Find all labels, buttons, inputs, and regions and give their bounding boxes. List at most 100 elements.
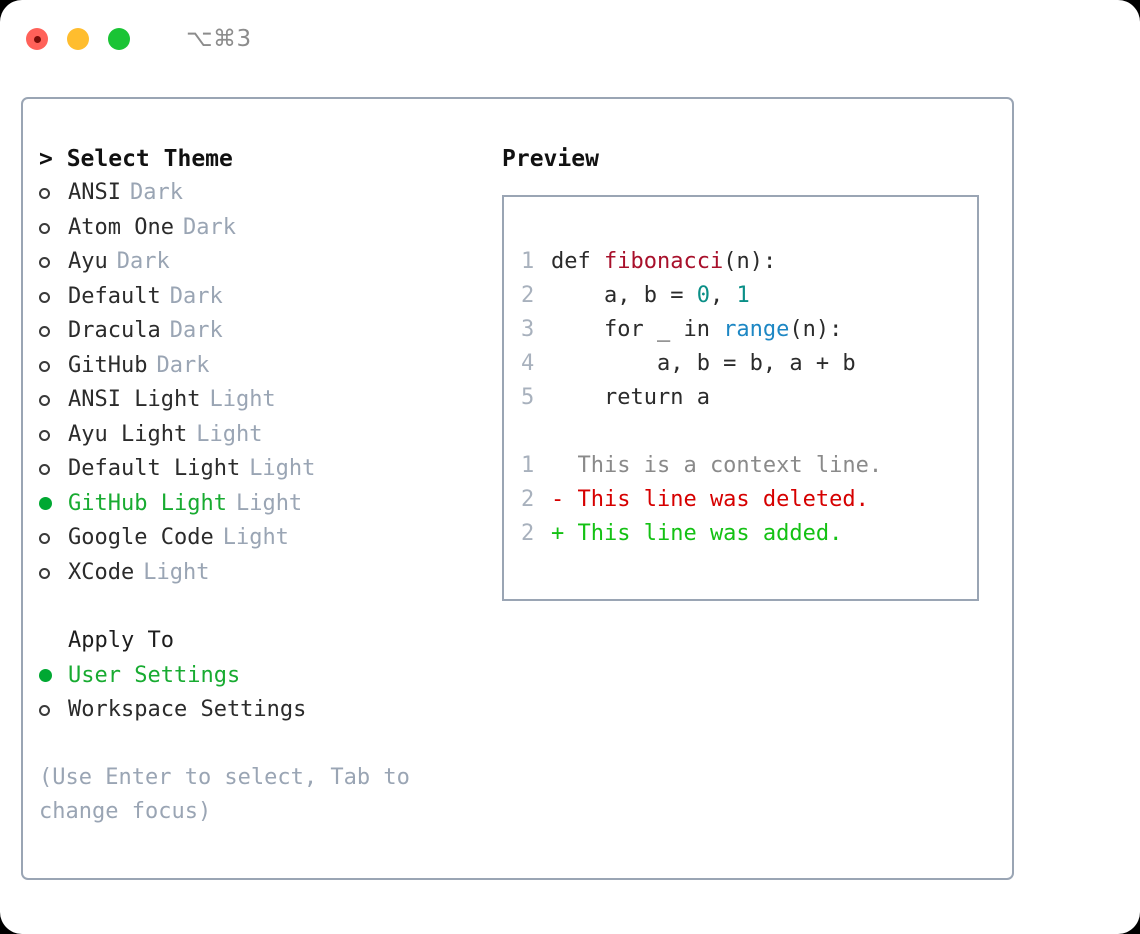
token-call: range (723, 317, 790, 342)
apply-to-item-0[interactable]: User Settings (39, 658, 489, 693)
radio-unselected-icon (39, 222, 50, 234)
theme-item-6[interactable]: ANSI Light Light (39, 383, 489, 418)
theme-item-2[interactable]: Ayu Dark (39, 245, 489, 280)
radio-unselected-icon (39, 567, 50, 579)
diff-lines: 1 This is a context line. 2 - This line wa… (521, 449, 971, 551)
theme-item-label: XCode (68, 559, 135, 585)
theme-item-0[interactable]: ANSI Dark (39, 176, 489, 211)
theme-variant-badge: Dark (169, 318, 223, 343)
token-num: 0 (696, 283, 710, 308)
theme-variant-badge: Light (235, 491, 303, 516)
token-fn: fibonacci (603, 249, 724, 274)
radio-unselected-icon (39, 533, 50, 544)
token-plain: a, b = b, a + b (551, 351, 856, 376)
code-line-1: 2 a, b = 0, 1 (521, 279, 971, 313)
radio-unselected-icon (39, 257, 50, 268)
diff-text: + This line was added. (551, 521, 843, 546)
theme-item-label: Default Light (68, 456, 241, 481)
theme-variant-badge: Dark (169, 283, 223, 309)
line-number: 2 (521, 283, 535, 308)
theme-item-label: Default (68, 283, 161, 309)
theme-item-label: Google Code (68, 525, 214, 550)
title-bar: ⌥⌘3 (0, 0, 1140, 78)
diff-line-0: 1 This is a context line. (521, 449, 971, 483)
radio-unselected-icon (39, 395, 50, 406)
code-text: def fibonacci(n): (551, 245, 776, 279)
code-text: a, b = 0, 1 (551, 279, 750, 313)
theme-item-10[interactable]: Google Code Light (39, 521, 489, 556)
line-number: 1 (521, 249, 535, 274)
keyboard-hint-text: (Use Enter to select, Tab to change focu… (39, 765, 410, 824)
token-plain: for _ in (551, 317, 724, 342)
line-number: 1 (521, 453, 535, 478)
maximize-button-icon[interactable] (108, 28, 130, 50)
theme-item-label: Ayu (68, 249, 108, 274)
theme-item-label: Dracula (68, 318, 161, 343)
theme-item-9[interactable]: GitHub Light Light (39, 487, 489, 522)
theme-variant-badge: Dark (182, 214, 236, 240)
token-plain: def (551, 249, 604, 274)
theme-variant-badge: Light (249, 456, 316, 481)
token-plain: (n): (789, 317, 843, 342)
token-plain: , (709, 283, 737, 308)
line-number: 2 (521, 521, 535, 546)
theme-item-8[interactable]: Default Light Light (39, 452, 489, 487)
diff-text: - This line was deleted. (551, 487, 869, 512)
line-number: 3 (521, 317, 535, 342)
diff-line-2: 2 + This line was added. (521, 517, 971, 551)
theme-variant-badge: Light (196, 421, 263, 447)
select-theme-heading: > Select Theme (39, 146, 233, 172)
token-plain: (n): (723, 249, 777, 274)
theme-item-label: Ayu Light (68, 421, 188, 447)
close-button-icon[interactable] (26, 28, 48, 50)
apply-to-heading: Apply To (68, 628, 174, 653)
theme-item-label: Atom One (68, 214, 174, 240)
code-text: return a (551, 381, 710, 415)
radio-unselected-icon (39, 291, 50, 303)
radio-unselected-icon (39, 429, 50, 441)
code-line-3: 4 a, b = b, a + b (521, 347, 971, 381)
line-number: 5 (521, 385, 535, 410)
token-num: 1 (736, 283, 750, 308)
keyboard-shortcut-label: ⌥⌘3 (186, 26, 252, 52)
radio-unselected-icon (39, 360, 50, 372)
minimize-button-icon[interactable] (67, 28, 89, 50)
theme-variant-badge: Light (209, 387, 276, 412)
theme-item-7[interactable]: Ayu Light Light (39, 418, 489, 453)
radio-unselected-icon (39, 464, 50, 475)
theme-variant-badge: Light (222, 525, 289, 550)
theme-item-label: GitHub (68, 352, 148, 378)
theme-item-label: ANSI (68, 180, 121, 205)
theme-item-3[interactable]: Default Dark (39, 280, 489, 315)
apply-to-item-1[interactable]: Workspace Settings (39, 693, 489, 728)
diff-text: This is a context line. (551, 453, 883, 478)
radio-unselected-icon (39, 326, 50, 337)
radio-selected-icon (39, 668, 52, 682)
theme-item-1[interactable]: Atom One Dark (39, 211, 489, 246)
theme-variant-badge: Dark (129, 180, 183, 205)
line-number: 4 (521, 351, 535, 376)
theme-variant-badge: Dark (116, 249, 170, 274)
line-number: 2 (521, 487, 535, 512)
code-line-2: 3 for _ in range(n): (521, 313, 971, 347)
theme-item-label: GitHub Light (68, 491, 227, 516)
radio-unselected-icon (39, 704, 50, 716)
theme-item-4[interactable]: Dracula Dark (39, 314, 489, 349)
code-text: for _ in range(n): (551, 313, 842, 347)
token-plain: return a (551, 385, 710, 410)
radio-unselected-icon (39, 188, 50, 199)
code-text: a, b = b, a + b (551, 347, 856, 381)
traffic-lights (26, 28, 130, 50)
apply-to-item-label: Workspace Settings (68, 696, 307, 722)
theme-item-label: ANSI Light (68, 387, 201, 412)
